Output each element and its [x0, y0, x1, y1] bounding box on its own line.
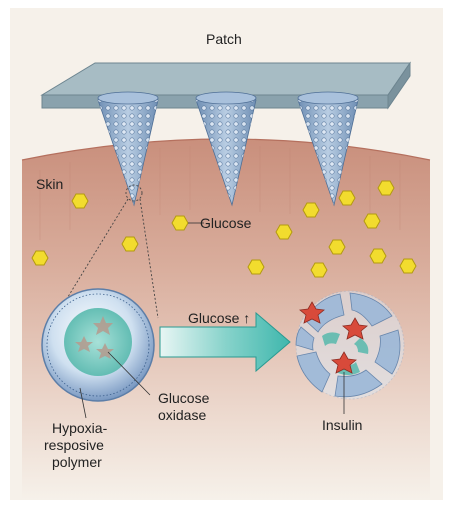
microneedle — [297, 91, 359, 207]
glucose-molecules — [31, 180, 417, 278]
glucose-hexagon-icon — [247, 259, 265, 275]
glucose-hexagon-icon — [399, 258, 417, 274]
glucose-hexagon-icon — [71, 193, 89, 209]
glucose-hexagon-icon — [377, 180, 395, 196]
glucose-hexagon-icon — [31, 250, 49, 266]
glucose-hexagon-icon — [369, 248, 387, 264]
insulin-star-icon — [299, 301, 325, 324]
glucose-hexagon-icon — [328, 239, 346, 255]
patch-label: Patch — [206, 31, 242, 47]
microneedle — [195, 91, 257, 207]
trigger-arrow-icon — [159, 311, 291, 373]
glucose-hexagon-icon — [275, 224, 293, 240]
insulin-star-icon — [75, 336, 93, 352]
leader-lines — [79, 351, 345, 419]
hypoxia-responsive-vesicle — [41, 288, 155, 402]
insulin-label: Insulin — [322, 417, 362, 433]
glucose-hexagon-icon — [171, 215, 189, 231]
hypoxia-polymer-label-line2: resposive — [44, 437, 104, 453]
insulin-star-icon — [342, 317, 368, 340]
insulin-star-icon — [96, 343, 114, 359]
glucose-oxidase-label-line1: Glucose — [158, 390, 210, 406]
glucose-hexagon-icon — [310, 262, 328, 278]
skin-layer — [22, 139, 430, 500]
glucose-hexagon-icon — [338, 190, 356, 206]
glucose-oxidase-label-line2: oxidase — [158, 407, 206, 423]
insulin-star-icon — [331, 351, 357, 374]
glucose-label: Glucose — [200, 215, 252, 231]
glucose-hexagon-icon — [363, 213, 381, 229]
microneedle — [97, 91, 159, 207]
glucose-trigger-label: Glucose ↑ — [188, 310, 250, 326]
disassembled-vesicle — [295, 290, 405, 400]
hypoxia-polymer-label-line3: polymer — [52, 454, 102, 470]
hypoxia-polymer-label-line1: Hypoxia- — [52, 420, 108, 436]
insulin-star-icon — [93, 316, 113, 335]
glucose-hexagon-icon — [302, 202, 320, 218]
glucose-hexagon-icon — [121, 236, 139, 252]
microneedle-array — [97, 91, 359, 207]
skin-label: Skin — [36, 176, 63, 192]
